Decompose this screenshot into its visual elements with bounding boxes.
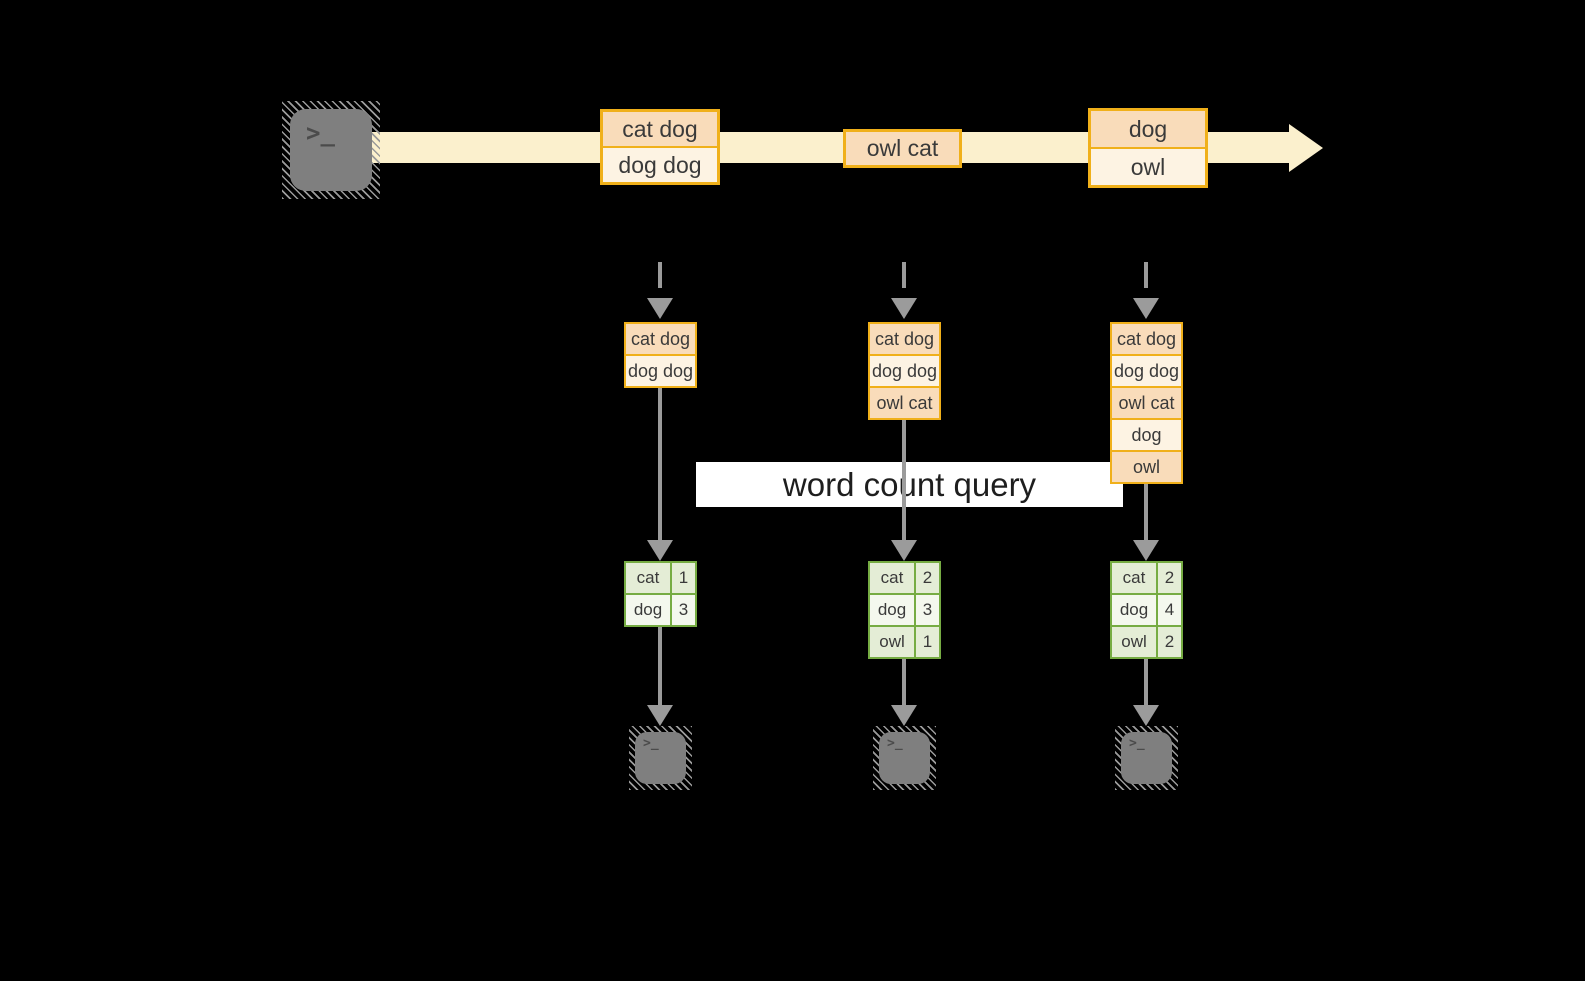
terminal-prompt-icon: >_ <box>887 736 903 751</box>
terminal-prompt-icon: >_ <box>643 736 659 751</box>
stream-record: owl <box>1091 149 1205 185</box>
table-row: owl 1 <box>870 627 939 657</box>
arrow-line <box>1144 484 1148 541</box>
count-table-2: cat 2 dog 3 owl 1 <box>868 561 941 659</box>
dashed-arrow-icon <box>902 262 906 288</box>
terminal-prompt-icon: >_ <box>306 119 335 147</box>
count-cell: 1 <box>672 563 695 593</box>
arrow-line <box>902 420 906 541</box>
stream-record: dog dog <box>603 148 717 182</box>
query-label: word count query <box>782 465 1037 503</box>
consumer-terminal-icon-1: >_ <box>629 726 692 790</box>
dashed-arrow-icon <box>1144 262 1148 288</box>
table-row: owl 2 <box>1112 627 1181 657</box>
table-row: cat 1 <box>626 563 695 593</box>
arrowhead-icon <box>647 705 673 726</box>
table-row: dog 3 <box>870 595 939 625</box>
buffer-record: dog dog <box>870 356 939 386</box>
count-table-3: cat 2 dog 4 owl 2 <box>1110 561 1183 659</box>
count-cell: 2 <box>1158 627 1181 657</box>
word-cell: owl <box>870 627 914 657</box>
terminal-screen: >_ <box>635 732 686 784</box>
buffer-record: cat dog <box>626 324 695 354</box>
count-cell: 4 <box>1158 595 1181 625</box>
stream-record: dog <box>1091 111 1205 147</box>
arrowhead-icon <box>647 298 673 319</box>
count-cell: 2 <box>916 563 939 593</box>
consumer-terminal-icon-3: >_ <box>1115 726 1178 790</box>
arrow-line <box>1144 659 1148 706</box>
table-row: cat 2 <box>870 563 939 593</box>
buffer-record: dog dog <box>1112 356 1181 386</box>
stream-batch-1: cat dog dog dog <box>600 109 720 185</box>
word-cell: dog <box>870 595 914 625</box>
buffer-record: cat dog <box>870 324 939 354</box>
word-cell: cat <box>1112 563 1156 593</box>
arrowhead-icon <box>1133 298 1159 319</box>
dashed-arrow-icon <box>658 262 662 288</box>
arrow-line <box>658 388 662 541</box>
stream-record: cat dog <box>603 112 717 146</box>
count-cell: 1 <box>916 627 939 657</box>
buffer-record: owl cat <box>1112 388 1181 418</box>
count-table-1: cat 1 dog 3 <box>624 561 697 627</box>
buffer-record: owl cat <box>870 388 939 418</box>
arrowhead-icon <box>1133 705 1159 726</box>
terminal-screen: >_ <box>879 732 930 784</box>
arrowhead-icon <box>891 705 917 726</box>
stream-batch-3: dog owl <box>1088 108 1208 188</box>
word-cell: dog <box>1112 595 1156 625</box>
arrow-line <box>658 627 662 706</box>
buffer-record: dog dog <box>626 356 695 386</box>
buffer-stack-1: cat dog dog dog <box>624 322 697 388</box>
query-label-band: word count query <box>696 462 1123 507</box>
consumer-terminal-icon-2: >_ <box>873 726 936 790</box>
producer-terminal-icon: >_ <box>282 101 380 199</box>
arrowhead-icon <box>647 540 673 561</box>
buffer-stack-2: cat dog dog dog owl cat <box>868 322 941 420</box>
terminal-prompt-icon: >_ <box>1129 736 1145 751</box>
arrowhead-icon <box>1133 540 1159 561</box>
buffer-record: owl <box>1112 452 1181 482</box>
terminal-screen: >_ <box>1121 732 1172 784</box>
arrowhead-icon <box>891 540 917 561</box>
count-cell: 3 <box>672 595 695 625</box>
word-cell: owl <box>1112 627 1156 657</box>
terminal-screen: >_ <box>290 109 372 191</box>
stream-arrowhead-icon <box>1289 124 1323 172</box>
word-cell: cat <box>626 563 670 593</box>
arrowhead-icon <box>891 298 917 319</box>
buffer-stack-3: cat dog dog dog owl cat dog owl <box>1110 322 1183 484</box>
stream-batch-2: owl cat <box>843 129 962 168</box>
count-cell: 3 <box>916 595 939 625</box>
count-cell: 2 <box>1158 563 1181 593</box>
buffer-record: dog <box>1112 420 1181 450</box>
arrow-line <box>902 659 906 706</box>
stream-record: owl cat <box>846 132 959 165</box>
word-cell: dog <box>626 595 670 625</box>
word-cell: cat <box>870 563 914 593</box>
buffer-record: cat dog <box>1112 324 1181 354</box>
table-row: cat 2 <box>1112 563 1181 593</box>
table-row: dog 3 <box>626 595 695 625</box>
table-row: dog 4 <box>1112 595 1181 625</box>
